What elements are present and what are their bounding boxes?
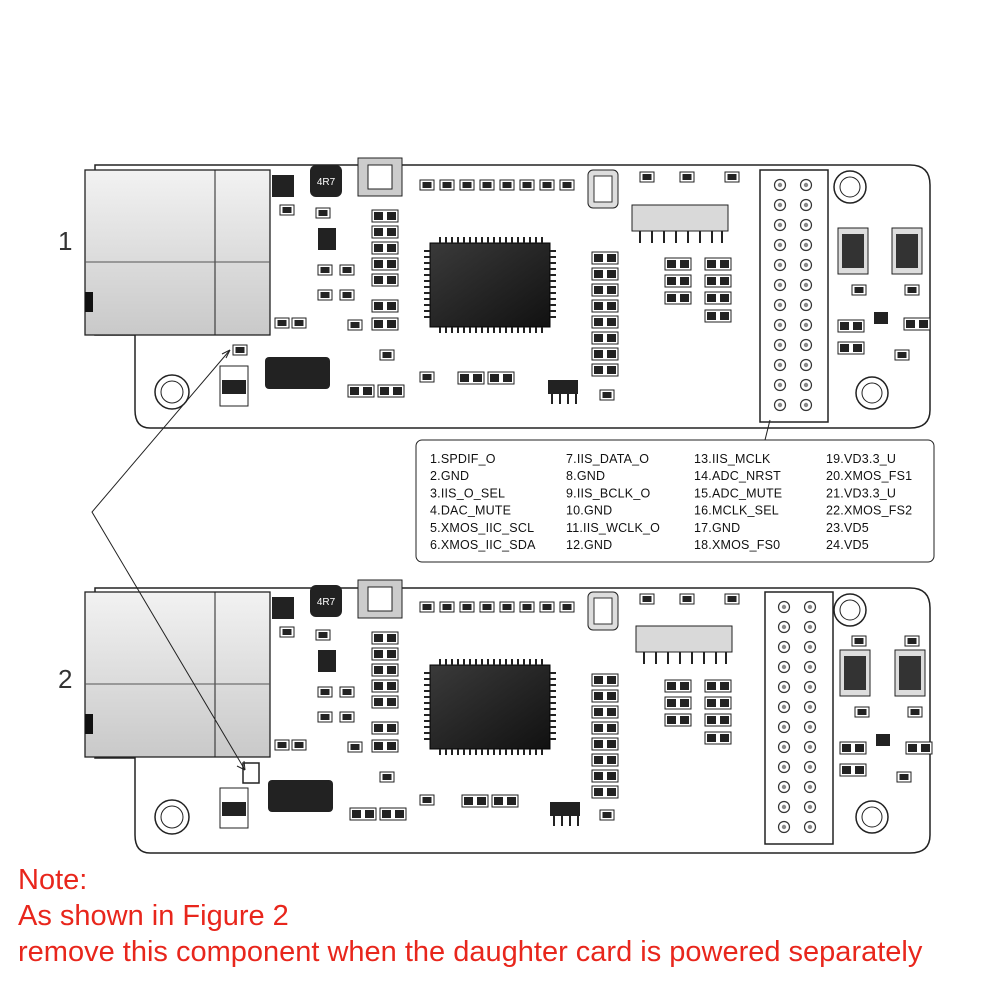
inductor: 4R7	[310, 165, 342, 197]
inductor-marking: 4R7	[317, 597, 336, 608]
callout-lines	[91, 349, 246, 771]
pinout-entry: 22.XMOS_FS2	[826, 504, 912, 518]
note-title: Note:	[18, 864, 88, 896]
pinout-entry: 5.XMOS_IIC_SCL	[430, 521, 534, 535]
removed-component-pads	[242, 762, 260, 784]
main-processor-chip	[423, 236, 557, 334]
pinout-entry: 4.DAC_MUTE	[430, 504, 511, 518]
figure-label-2: 2	[58, 664, 72, 694]
pinout-entry: 3.IIS_O_SEL	[430, 486, 505, 500]
pinout-entry: 18.XMOS_FS0	[694, 538, 780, 552]
pinout-entry: 17.GND	[694, 521, 740, 535]
figure-1-board: 4R7	[84, 157, 931, 429]
pinout-entry: 11.IIS_WCLK_O	[566, 521, 660, 535]
pinout-entry: 21.VD3.3_U	[826, 486, 896, 500]
pinout-callout: 1.SPDIF_O 2.GND 3.IIS_O_SEL 4.DAC_MUTE 5.XMO…	[415, 419, 935, 563]
inductor: 4R7	[310, 585, 342, 617]
pinout-entry: 19.VD3.3_U	[826, 452, 896, 466]
pinout-entry: 24.VD5	[826, 538, 869, 552]
pinout-entry: 16.MCLK_SEL	[694, 504, 779, 518]
pinout-entry: 12.GND	[566, 538, 612, 552]
pinout-entry: 20.XMOS_FS1	[826, 469, 912, 483]
pinout-entry: 15.ADC_MUTE	[694, 486, 782, 500]
usb-connector	[84, 591, 271, 758]
pinout-entry: 2.GND	[430, 469, 469, 483]
note-line-2: remove this component when the daughter …	[18, 936, 923, 968]
figure-2-board: 4R7	[84, 579, 933, 854]
note-line-1: As shown in Figure 2	[18, 900, 289, 932]
pinout-entry: 1.SPDIF_O	[430, 452, 496, 466]
pinout-entry: 13.IIS_MCLK	[694, 452, 771, 466]
pinout-entry: 9.IIS_BCLK_O	[566, 486, 650, 500]
usb-connector	[84, 169, 271, 336]
pinout-entry: 23.VD5	[826, 521, 869, 535]
main-processor-chip	[423, 658, 557, 756]
figure-label-1: 1	[58, 226, 72, 256]
pinout-entry: 8.GND	[566, 469, 605, 483]
pinout-entry: 7.IIS_DATA_O	[566, 452, 649, 466]
pinout-entry: 6.XMOS_IIC_SDA	[430, 538, 536, 552]
pinout-entry: 10.GND	[566, 504, 612, 518]
inductor-marking: 4R7	[317, 177, 336, 188]
pinout-entry: 14.ADC_NRST	[694, 469, 781, 483]
